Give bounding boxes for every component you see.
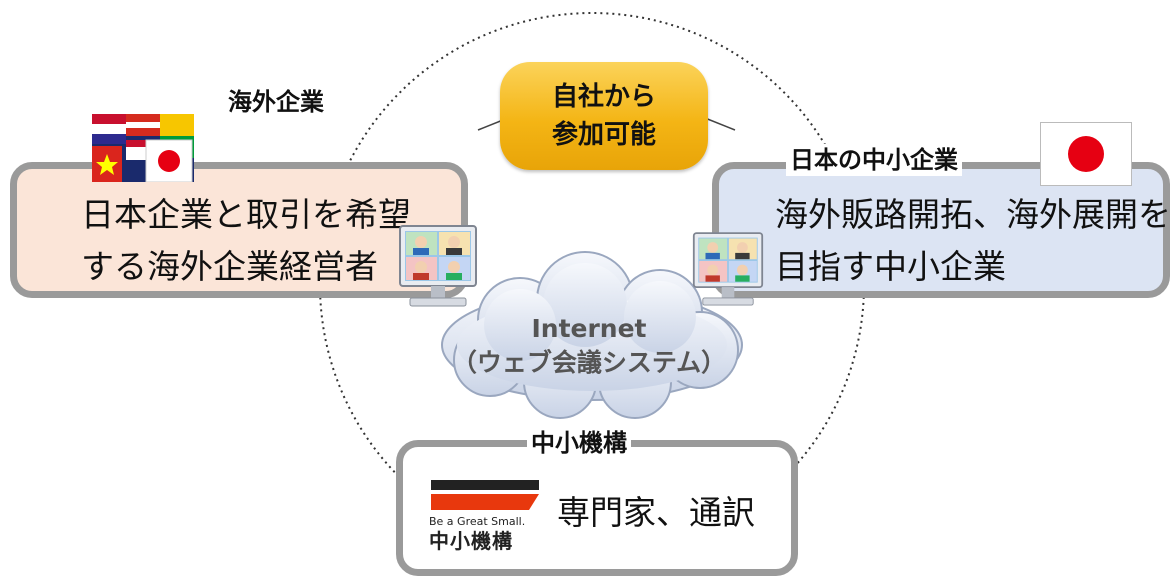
logo-tagline: Be a Great Small. [429, 515, 526, 528]
japanese-sme-line-2: 目指す中小企業 [775, 247, 1006, 286]
participate-from-office-pill: 自社から 参加可能 [500, 62, 708, 170]
flags-icon [92, 114, 194, 182]
pill-line-1: 自社から [551, 82, 656, 112]
japan-flag-icon [1040, 122, 1132, 186]
overseas-company-label: 海外企業 [228, 88, 324, 116]
overseas-company-line-2: する海外企業経営者 [81, 247, 378, 286]
logo-name: 中小機構 [429, 529, 513, 553]
overseas-company-line-1: 日本企業と取引を希望 [81, 195, 411, 234]
cloud-line-2: （ウェブ会議システム） [451, 348, 727, 377]
overseas-company-box: 日本企業と取引を希望 する海外企業経営者 [10, 162, 468, 298]
video-conference-monitor-icon [399, 225, 477, 307]
internet-cloud-text: Internet （ウェブ会議システム） [430, 312, 748, 380]
cloud-line-1: Internet [531, 314, 647, 343]
japanese-sme-line-1: 海外販路開拓、海外展開を [775, 195, 1170, 234]
cloud-icon [441, 251, 743, 419]
smrj-text: 専門家、通訳 [557, 493, 755, 532]
video-conference-monitor-icon [692, 232, 764, 306]
pill-line-2: 参加可能 [551, 120, 656, 150]
smrj-label: 中小機構 [527, 428, 631, 458]
smrj-box: Be a Great Small. 中小機構 専門家、通訳 [396, 440, 798, 576]
pill-connector-right [704, 117, 736, 131]
japanese-sme-label: 日本の中小企業 [786, 144, 962, 176]
smrj-logo-icon [431, 480, 539, 510]
